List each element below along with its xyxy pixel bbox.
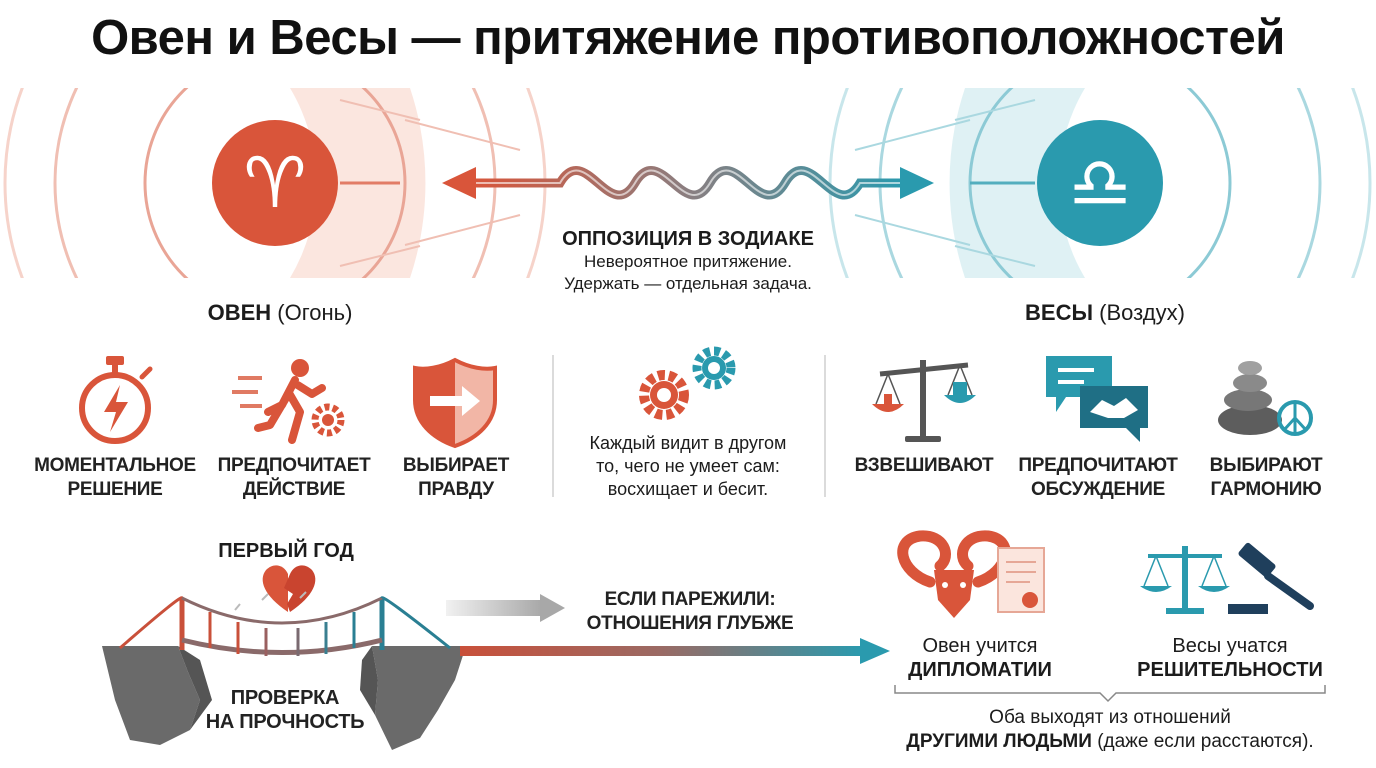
scales-icon (872, 360, 976, 442)
libra-trait-3-line1: ВЫБИРАЮТ (1209, 455, 1323, 476)
attraction-wave-arrow (442, 166, 934, 200)
stopwatch-icon (79, 356, 153, 444)
running-person-icon (232, 359, 345, 444)
aries-trait-2-line1: ПРЕДПОЧИТАЕТ (217, 455, 371, 476)
page-title: Овен и Весы — притяжение противоположнос… (91, 11, 1285, 65)
opposition-block: ОППОЗИЦИЯ В ЗОДИАКЕ Невероятное притяжен… (488, 228, 888, 295)
aries-element: (Огонь) (277, 300, 353, 325)
cliffs (102, 646, 466, 750)
libra-element: (Воздух) (1099, 300, 1185, 325)
aries-learns-line1: Овен учится (922, 635, 1038, 657)
aries-trait-1: МОМЕНТАЛЬНОЕ РЕШЕНИЕ (24, 454, 206, 502)
aries-trait-3-line2: ПРАВДУ (418, 479, 494, 500)
aries-trait-3: ВЫБИРАЕТ ПРАВДУ (386, 454, 526, 502)
ram-head-icon (897, 530, 1011, 618)
aries-learns-line2: ДИПЛОМАТИИ (908, 659, 1052, 681)
conclusion-line1: Оба выходят из отношений (989, 707, 1231, 728)
aries-trait-1-line2: РЕШЕНИЕ (67, 479, 163, 500)
first-year-title: ПЕРВЫЙ ГОД (218, 540, 354, 562)
libra-label: ВЕСЫ (Воздух) (1000, 300, 1210, 326)
survived-line2: ОТНОШЕНИЯ ГЛУБЖЕ (586, 613, 794, 634)
broken-heart-icon (262, 565, 316, 612)
libra-trait-1: ВЗВЕШИВАЮТ (842, 454, 1006, 478)
gears-icon (639, 346, 736, 420)
aries-trait-2: ПРЕДПОЧИТАЕТ ДЕЙСТВИЕ (206, 454, 382, 502)
libra-badge (1037, 120, 1163, 246)
libra-trait-2: ПРЕДПОЧИТАЮТ ОБСУЖДЕНИЕ (1010, 454, 1186, 502)
aries-symbol-icon: ♈ (243, 142, 307, 224)
aries-trait-2-line2: ДЕЙСТВИЕ (242, 479, 346, 500)
conclusion-line2-bold: ДРУГИМИ ЛЮДЬМИ (906, 731, 1092, 752)
conclusion-line2: ДРУГИМИ ЛЮДЬМИ (даже если расстаются). (860, 730, 1360, 754)
libra-learns-line1: Весы учатся (1172, 635, 1288, 657)
aries-learns: Овен учится ДИПЛОМАТИИ (880, 634, 1080, 682)
survived-line1: ЕСЛИ ПАРЕЖИЛИ: (604, 589, 776, 610)
survived-arrow (446, 594, 565, 622)
conclusion: Оба выходят из отношений ДРУГИМИ ЛЮДЬМИ … (860, 706, 1360, 754)
aries-name: ОВЕН (207, 300, 272, 325)
scroll-seal-icon (997, 547, 1045, 613)
libra-trait-2-line2: ОБСУЖДЕНИЕ (1031, 479, 1165, 500)
aries-label: ОВЕН (Огонь) (180, 300, 380, 326)
middle-line3: восхищает и бесит. (607, 479, 769, 499)
survived-text: ЕСЛИ ПАРЕЖИЛИ: ОТНОШЕНИЯ ГЛУБЖЕ (570, 588, 810, 636)
strength-test: ПРОВЕРКА НА ПРОЧНОСТЬ (190, 686, 380, 734)
libra-learns-line2: РЕШИТЕЛЬНОСТИ (1137, 659, 1323, 681)
conclusion-brace (894, 685, 1326, 703)
stones-peace-icon (1218, 361, 1313, 436)
libra-learns: Весы учатся РЕШИТЕЛЬНОСТИ (1120, 634, 1340, 682)
strength-test-line1: ПРОВЕРКА (230, 687, 340, 709)
aries-badge (212, 120, 338, 246)
strength-test-line2: НА ПРОЧНОСТЬ (205, 711, 365, 733)
libra-trait-1-line1: ВЗВЕШИВАЮТ (854, 455, 994, 476)
libra-trait-3: ВЫБИРАЮТ ГАРМОНИЮ (1196, 454, 1336, 502)
libra-name: ВЕСЫ (1025, 300, 1094, 325)
opposition-line1: Невероятное притяжение. (584, 252, 792, 271)
libra-trait-2-line1: ПРЕДПОЧИТАЮТ (1018, 455, 1178, 476)
middle-text: Каждый видит в другом то, чего не умеет … (563, 432, 813, 501)
libra-trait-3-line2: ГАРМОНИЮ (1210, 479, 1322, 500)
aries-wheel (3, 88, 547, 278)
conclusion-line2-rest: (даже если расстаются). (1091, 731, 1314, 752)
libra-symbol-icon: ♎ (1068, 142, 1132, 224)
opposition-line2: Удержать — отдельная задача. (564, 274, 812, 293)
middle-line1: Каждый видит в другом (589, 433, 787, 453)
shield-arrow-icon (413, 357, 497, 449)
aries-trait-1-line1: МОМЕНТАЛЬНОЕ (34, 455, 196, 476)
opposition-title: ОППОЗИЦИЯ В ЗОДИАКЕ (562, 228, 814, 250)
growth-arrow (460, 638, 890, 664)
suspension-bridge (119, 591, 451, 656)
middle-line2: то, чего не умеет сам: (596, 456, 780, 476)
chat-handshake-icon (1046, 356, 1148, 442)
aries-trait-3-line1: ВЫБИРАЕТ (402, 455, 510, 476)
scales-gavel-icon (1140, 542, 1314, 614)
